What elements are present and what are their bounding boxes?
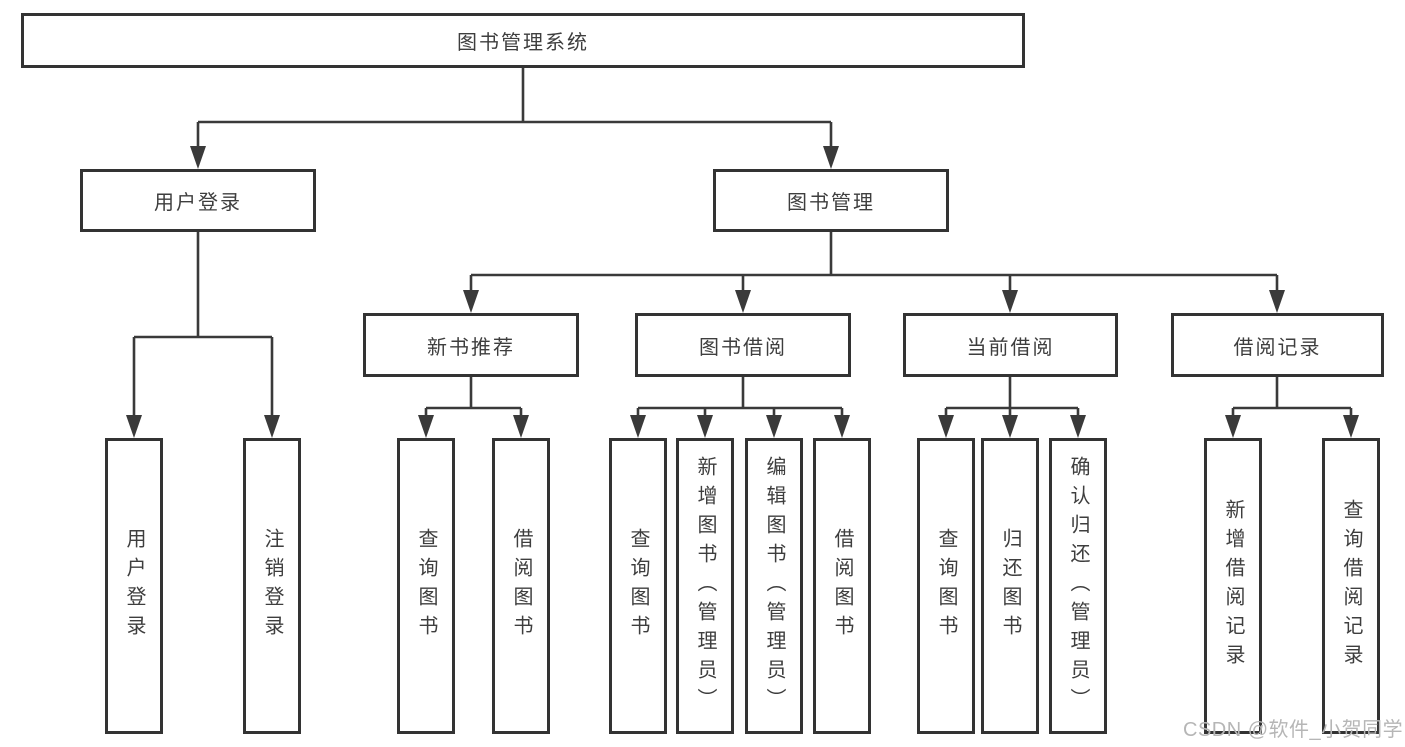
node-current-borrow: 当前借阅 <box>903 313 1118 377</box>
arrowhead-icon <box>418 415 434 438</box>
node-label: 当前借阅 <box>966 336 1055 359</box>
node-library-management-system: 图书管理系统 <box>21 13 1025 68</box>
arrowhead-icon <box>264 415 280 438</box>
arrowhead-icon <box>513 415 529 438</box>
node-label: 图书管理 <box>787 192 875 214</box>
arrowhead-icon <box>735 290 751 313</box>
leaf-label: 查询借阅记录 <box>1340 499 1362 673</box>
arrowhead-icon <box>1269 290 1285 313</box>
edges-borrow-records-children <box>1225 377 1359 438</box>
leaf-query-books-borrow: 查询图书 <box>609 438 667 734</box>
leaf-return-book: 归还图书 <box>981 438 1039 734</box>
node-book-management: 图书管理 <box>713 169 949 232</box>
arrowhead-icon <box>1002 415 1018 438</box>
node-book-borrow: 图书借阅 <box>635 313 851 377</box>
arrowhead-icon <box>126 415 142 438</box>
leaf-add-book-admin: 新增图书（管理员） <box>676 438 734 734</box>
leaf-borrow-books-borrow: 借阅图书 <box>813 438 871 734</box>
node-borrow-records: 借阅记录 <box>1171 313 1384 377</box>
arrowhead-icon <box>190 146 206 169</box>
node-user-login: 用户登录 <box>80 169 316 232</box>
leaf-label: 编辑图书（管理员） <box>763 455 785 717</box>
edges-root-to-level2 <box>190 68 839 169</box>
node-label: 用户登录 <box>154 192 242 214</box>
arrowhead-icon <box>1225 415 1241 438</box>
leaf-borrow-books-recommend: 借阅图书 <box>492 438 550 734</box>
arrowhead-icon <box>1343 415 1359 438</box>
arrowhead-icon <box>1002 290 1018 313</box>
leaf-label: 借阅图书 <box>510 528 532 644</box>
node-new-book-recommend: 新书推荐 <box>363 313 579 377</box>
leaf-label: 归还图书 <box>999 528 1021 644</box>
leaf-label: 新增图书（管理员） <box>694 455 716 717</box>
leaf-label: 确认归还（管理员） <box>1067 455 1089 717</box>
leaf-user-login: 用户登录 <box>105 438 163 734</box>
leaf-edit-book-admin: 编辑图书（管理员） <box>745 438 803 734</box>
arrowhead-icon <box>463 290 479 313</box>
leaf-label: 查询图书 <box>415 528 437 644</box>
leaf-label: 借阅图书 <box>831 528 853 644</box>
leaf-query-books-current: 查询图书 <box>917 438 975 734</box>
arrowhead-icon <box>630 415 646 438</box>
arrowhead-icon <box>1070 415 1086 438</box>
leaf-query-books-recommend: 查询图书 <box>397 438 455 734</box>
node-label: 图书管理系统 <box>457 32 589 54</box>
leaf-query-borrow-record: 查询借阅记录 <box>1322 438 1380 734</box>
arrowhead-icon <box>766 415 782 438</box>
node-label: 借阅记录 <box>1233 336 1322 359</box>
edges-book-management-to-level3 <box>463 232 1285 313</box>
edges-book-borrow-children <box>630 377 850 438</box>
edges-current-borrow-children <box>938 377 1086 438</box>
leaf-confirm-return-admin: 确认归还（管理员） <box>1049 438 1107 734</box>
leaf-label: 注销登录 <box>261 528 283 644</box>
arrowhead-icon <box>938 415 954 438</box>
arrowhead-icon <box>823 146 839 169</box>
edges-user-login-children <box>126 232 280 438</box>
leaf-label: 查询图书 <box>627 528 649 644</box>
leaf-logout: 注销登录 <box>243 438 301 734</box>
arrowhead-icon <box>697 415 713 438</box>
edges-new-book-recommend-children <box>418 377 529 438</box>
leaf-label: 新增借阅记录 <box>1222 499 1244 673</box>
leaf-label: 用户登录 <box>123 528 145 644</box>
watermark-text: CSDN @软件_小贺同学 <box>1183 719 1404 741</box>
leaf-label: 查询图书 <box>935 528 957 644</box>
node-label: 图书借阅 <box>699 336 787 359</box>
arrowhead-icon <box>834 415 850 438</box>
leaf-add-borrow-record: 新增借阅记录 <box>1204 438 1262 734</box>
node-label: 新书推荐 <box>427 336 515 359</box>
